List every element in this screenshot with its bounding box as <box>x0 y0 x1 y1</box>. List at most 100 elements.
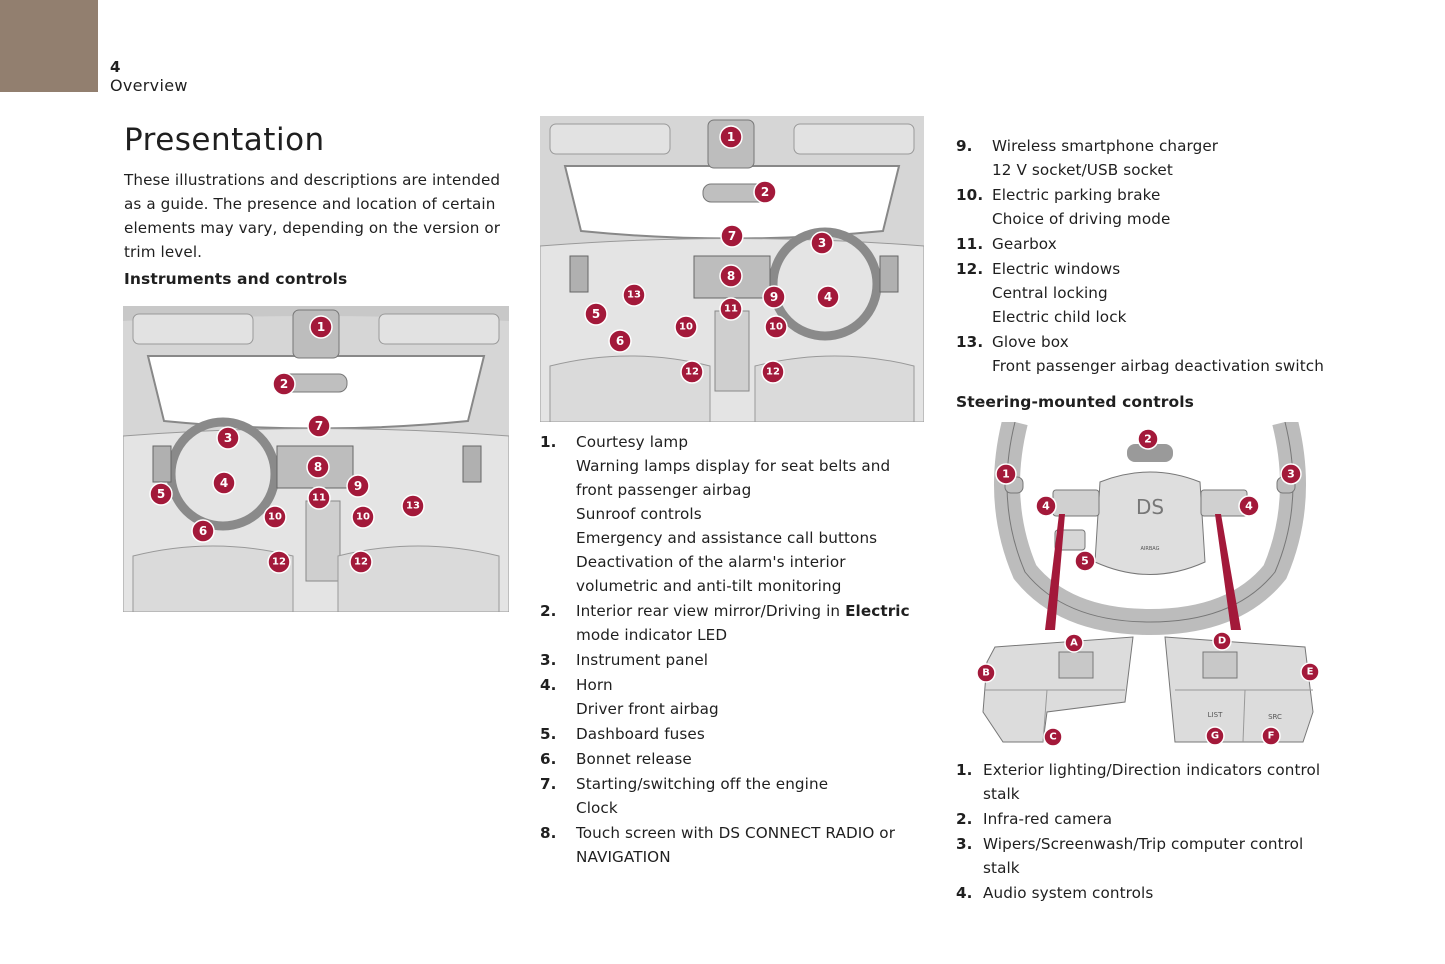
svg-text:B: B <box>982 668 990 679</box>
airbag-label: AIRBAG <box>1140 546 1159 552</box>
item-line: Front passenger airbag deactivation swit… <box>992 357 1324 375</box>
section-name: Overview <box>110 76 188 95</box>
callout-a: A <box>1064 633 1084 653</box>
svg-text:9: 9 <box>354 479 362 493</box>
item-description: Bonnet release <box>576 747 930 771</box>
steering-controls-list: 1. Exterior lighting/Direction indicators… <box>956 758 1356 906</box>
item-number: 13. <box>956 333 984 351</box>
svg-text:2: 2 <box>280 377 288 391</box>
item-line: NAVIGATION <box>576 848 671 866</box>
item-line: volumetric and anti-tilt monitoring <box>576 577 842 595</box>
callout-6: 6 <box>191 519 215 543</box>
callout-10-right: 10 <box>351 505 375 529</box>
callout-b: B <box>976 663 996 683</box>
item-number: 10. <box>956 186 984 204</box>
list-item: 3.Wipers/Screenwash/Trip computer contro… <box>956 832 1356 880</box>
callout-d: D <box>1212 631 1232 651</box>
svg-text:E: E <box>1307 667 1314 678</box>
callout-c: C <box>1043 727 1063 747</box>
callout-1: 1 <box>995 463 1017 485</box>
callout-5: 5 <box>1074 550 1096 572</box>
svg-text:11: 11 <box>312 493 326 504</box>
svg-text:1: 1 <box>317 320 325 334</box>
svg-text:3: 3 <box>1287 468 1295 481</box>
list-item: 2.Infra-red camera <box>956 807 1356 831</box>
callout-1: 1 <box>309 315 333 339</box>
item-line: Bonnet release <box>576 750 692 768</box>
item-description: Audio system controls <box>983 881 1356 905</box>
list-item: 4.Audio system controls <box>956 881 1356 905</box>
callout-3: 3 <box>1280 463 1302 485</box>
callout-12-right: 12 <box>349 550 373 574</box>
callout-11: 11 <box>719 297 743 321</box>
svg-text:3: 3 <box>224 431 232 445</box>
dashboard-illustration-rhd: 1 2 3 4 5 6 7 8 9 10 10 11 12 12 13 <box>540 116 924 422</box>
item-line: stalk <box>983 785 1020 803</box>
item-description: Gearbox <box>992 232 1356 256</box>
page-title: Presentation <box>124 122 325 158</box>
item-line: Sunroof controls <box>576 505 702 523</box>
item-line: Wipers/Screenwash/Trip computer control <box>983 835 1304 853</box>
svg-text:4: 4 <box>824 290 832 304</box>
item-number: 12. <box>956 260 984 278</box>
callout-10-right: 10 <box>764 315 788 339</box>
item-line: Clock <box>576 799 618 817</box>
callout-10-left: 10 <box>263 505 287 529</box>
svg-text:8: 8 <box>727 269 735 283</box>
callout-4-right: 4 <box>1238 495 1260 517</box>
list-item: 2.Interior rear view mirror/Driving in E… <box>540 599 930 647</box>
steering-wheel-illustration: DS AIRBAG LIST SRC 1 2 3 4 4 5 A B C D E… <box>975 422 1325 747</box>
dashboard-lhd-drawing: 1 2 3 4 5 6 7 8 9 10 10 11 12 12 13 <box>123 306 509 612</box>
svg-text:10: 10 <box>679 322 693 333</box>
item-line: Wireless smartphone charger <box>992 137 1219 155</box>
callout-4: 4 <box>212 471 236 495</box>
list-item: 3.Instrument panel <box>540 648 930 672</box>
item-line: Infra-red camera <box>983 810 1113 828</box>
callout-4: 4 <box>816 285 840 309</box>
callout-2: 2 <box>272 372 296 396</box>
intro-paragraph: These illustrations and descriptions are… <box>124 171 501 261</box>
callout-g: G <box>1205 726 1225 746</box>
svg-text:12: 12 <box>272 557 286 568</box>
svg-text:4: 4 <box>220 476 228 490</box>
svg-text:13: 13 <box>406 501 420 512</box>
callout-1: 1 <box>719 125 743 149</box>
item-number: 8. <box>540 824 557 842</box>
svg-text:DS: DS <box>1136 495 1164 519</box>
item-number: 5. <box>540 725 557 743</box>
item-line: mode indicator LED <box>576 626 728 644</box>
steering-wheel-drawing: DS AIRBAG LIST SRC 1 2 3 4 4 5 A B C D E… <box>976 422 1320 747</box>
item-description: Exterior lighting/Direction indicators c… <box>983 758 1356 806</box>
svg-text:G: G <box>1211 731 1219 742</box>
callout-2: 2 <box>1137 428 1159 450</box>
callout-4-left: 4 <box>1035 495 1057 517</box>
emphasis-text: Electric <box>845 602 910 620</box>
item-line: front passenger airbag <box>576 481 752 499</box>
callout-f: F <box>1261 726 1281 746</box>
svg-text:A: A <box>1070 638 1078 649</box>
callout-7: 7 <box>307 414 331 438</box>
item-number: 2. <box>540 602 557 620</box>
list-item: 5.Dashboard fuses <box>540 722 930 746</box>
svg-text:1: 1 <box>727 130 735 144</box>
svg-text:7: 7 <box>315 419 323 433</box>
svg-text:12: 12 <box>766 367 780 378</box>
svg-text:12: 12 <box>685 367 699 378</box>
callout-13: 13 <box>401 494 425 518</box>
item-number: 1. <box>956 761 973 779</box>
callout-8: 8 <box>306 455 330 479</box>
item-line: Exterior lighting/Direction indicators c… <box>983 761 1321 779</box>
item-line: Electric windows <box>992 260 1121 278</box>
svg-text:7: 7 <box>728 229 736 243</box>
